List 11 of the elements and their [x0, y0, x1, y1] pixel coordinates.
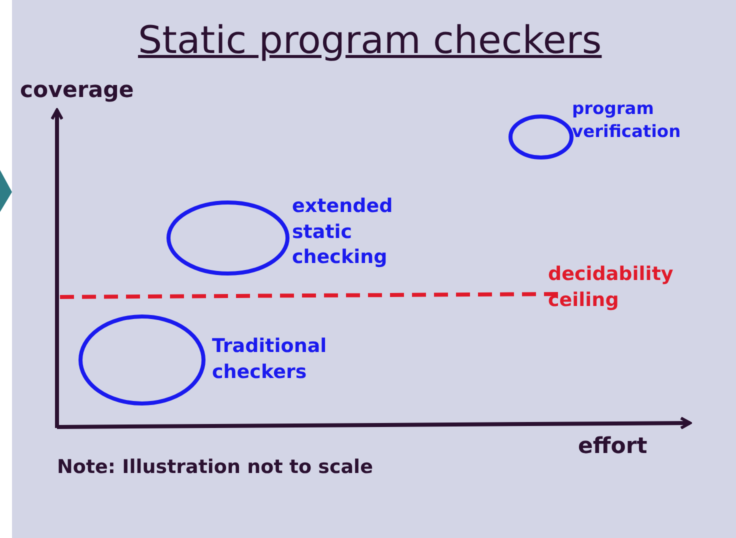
ellipse-caption: Traditional checkers: [212, 334, 328, 385]
ellipse-caption: program verification: [572, 98, 682, 144]
axis-label: coverage: [20, 78, 134, 103]
note-text: Note: Illustration not to scale: [57, 456, 373, 478]
title: Static program checkers: [138, 18, 602, 62]
ellipse-marker: [508, 114, 574, 160]
ellipse-marker: [78, 314, 206, 406]
ceiling-label: decidability ceiling: [548, 262, 674, 313]
ellipse-caption: extended static checking: [292, 194, 394, 270]
axis-label: effort: [578, 434, 648, 459]
ellipse-marker: [166, 200, 290, 276]
